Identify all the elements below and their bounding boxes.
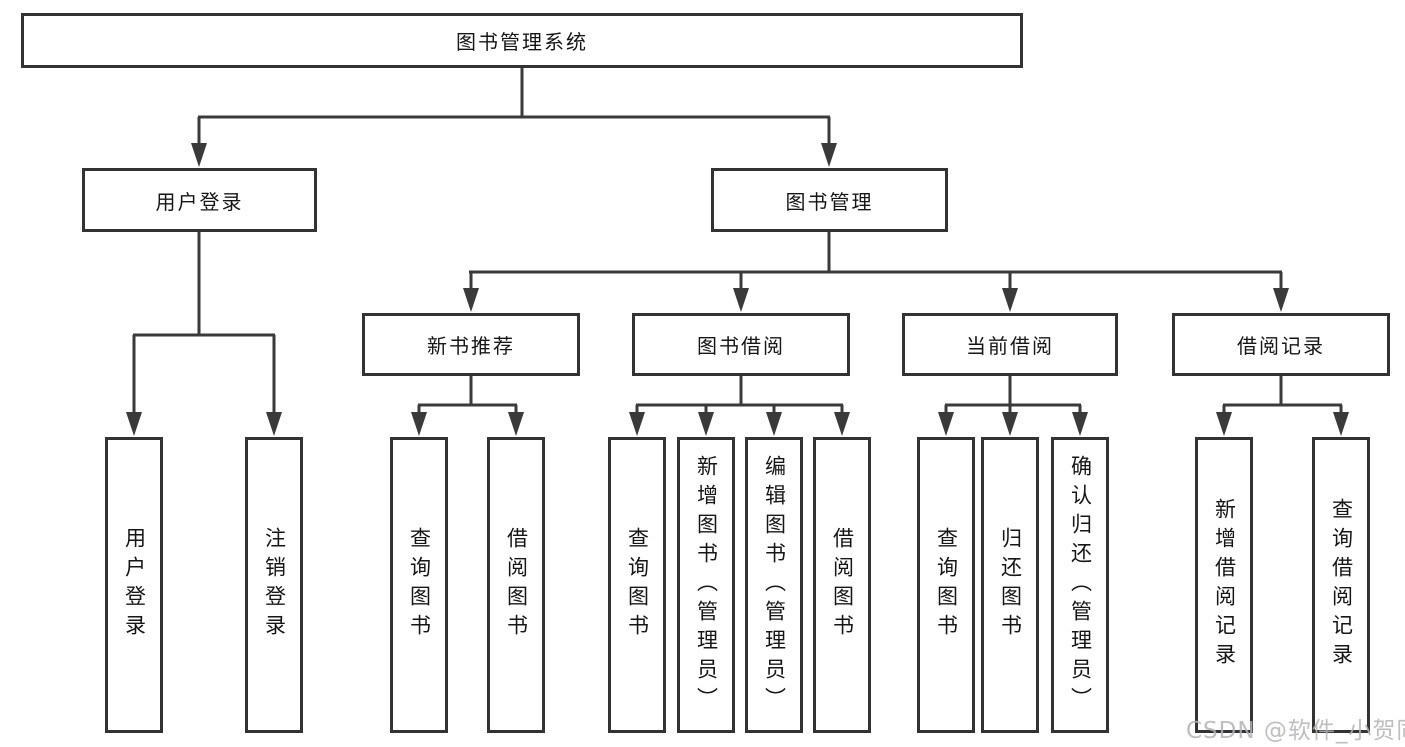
leaf-return-books: 归还图书 xyxy=(981,437,1039,733)
node-book-management: 图书管理 xyxy=(711,168,948,232)
connector-book-management-to-level3 xyxy=(463,231,1289,312)
arrowhead-down xyxy=(411,412,427,436)
connector-current-borrow-to-leaves xyxy=(938,376,1088,436)
leaf-user-login: 用户登录 xyxy=(105,437,163,733)
leaf-add-books-admin: 新增图书（管理员） xyxy=(677,437,735,733)
node-borrow-records: 借阅记录 xyxy=(1172,313,1390,376)
leaf-query-books-recommend: 查询图书 xyxy=(390,437,448,733)
leaf-edit-books-admin: 编辑图书（管理员） xyxy=(745,437,803,733)
leaf-add-borrow-record: 新增借阅记录 xyxy=(1195,437,1253,733)
leaf-borrow-books-recommend: 借阅图书 xyxy=(487,437,545,733)
leaf-borrow-books: 借阅图书 xyxy=(813,437,871,733)
node-current-borrow: 当前借阅 xyxy=(902,313,1118,376)
arrowhead-down xyxy=(821,143,837,167)
arrowhead-down xyxy=(1333,412,1349,436)
csdn-watermark: CSDN @软件_小贺同学 xyxy=(1186,718,1405,744)
arrowhead-down xyxy=(938,412,954,436)
arrowhead-down xyxy=(834,412,850,436)
leaf-query-books-borrow: 查询图书 xyxy=(608,437,666,733)
arrowhead-down xyxy=(191,143,207,167)
arrowhead-down xyxy=(733,288,749,312)
leaf-query-books-current: 查询图书 xyxy=(917,437,975,733)
arrowhead-down xyxy=(1072,412,1088,436)
node-new-book-recommend: 新书推荐 xyxy=(362,313,580,376)
leaf-logout: 注销登录 xyxy=(245,437,303,733)
arrowhead-down xyxy=(508,412,524,436)
leaf-query-borrow-record: 查询借阅记录 xyxy=(1312,437,1370,733)
connector-root-to-level2 xyxy=(191,67,837,167)
node-library-management-system: 图书管理系统 xyxy=(21,13,1023,68)
arrowhead-down xyxy=(1273,288,1289,312)
arrowhead-down xyxy=(266,412,282,436)
arrowhead-down xyxy=(629,412,645,436)
node-user-login: 用户登录 xyxy=(82,168,317,232)
arrowhead-down xyxy=(1216,412,1232,436)
leaf-confirm-return-admin: 确认归还（管理员） xyxy=(1051,437,1109,733)
arrowhead-down xyxy=(463,288,479,312)
connector-user-login-to-leaves xyxy=(126,231,282,436)
arrowhead-down xyxy=(698,412,714,436)
arrowhead-down xyxy=(126,412,142,436)
arrowhead-down xyxy=(766,412,782,436)
arrowhead-down xyxy=(1002,412,1018,436)
node-book-borrow: 图书借阅 xyxy=(632,313,850,376)
connector-new-book-recommend-to-leaves xyxy=(411,376,524,436)
connector-book-borrow-to-leaves xyxy=(629,376,850,436)
arrowhead-down xyxy=(1002,288,1018,312)
connector-borrow-records-to-leaves xyxy=(1216,376,1349,436)
